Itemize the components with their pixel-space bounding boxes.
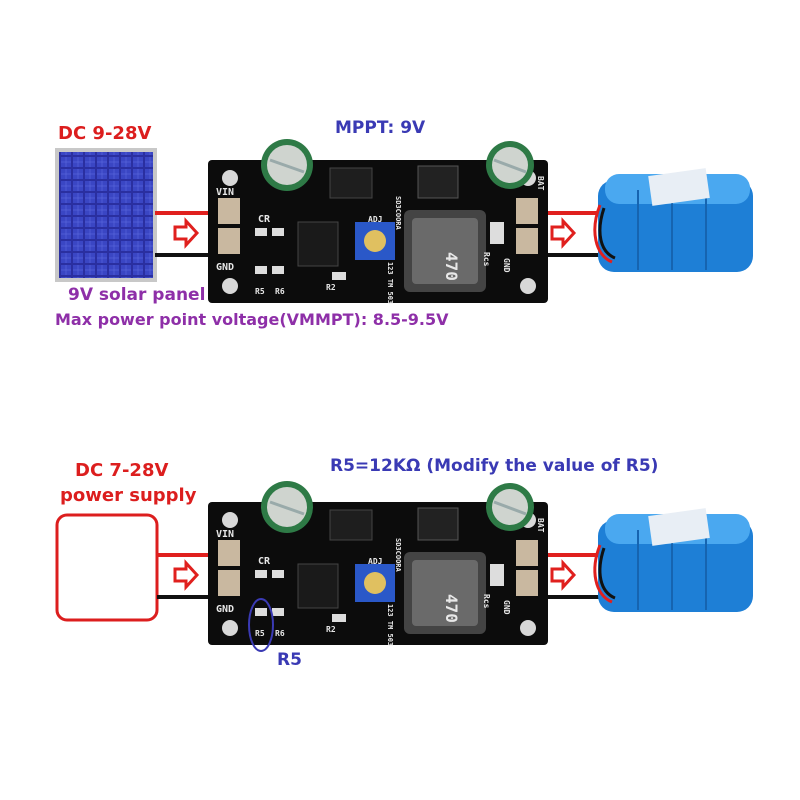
top-board-vin-label: VIN (216, 187, 234, 198)
max-power-point-note: Max power point voltage(VMMPT): 8.5-9.5V (55, 310, 449, 329)
top-output-arrow-icon (550, 217, 577, 249)
top-input-voltage-label: DC 9-28V (58, 123, 152, 144)
top-board-chip-label: SD3COORA (394, 196, 402, 231)
bottom-board-r2-label: R2 (326, 625, 336, 634)
bottom-battery-pack (593, 508, 753, 612)
bottom-board-gnd2-label: GND (502, 600, 511, 615)
solar-panel-label: 9V solar panel (68, 285, 206, 305)
top-board-r5-label: R5 (255, 287, 265, 296)
top-section: VIN GND CR R5 R6 R2 ADJ 470 SD3COORA 123… (55, 139, 753, 304)
bottom-board-gnd-label: GND (216, 604, 234, 615)
r5-callout-label: R5 (277, 650, 302, 670)
top-board-bat-label: BAT (536, 176, 545, 191)
power-supply-label: power supply (60, 485, 197, 506)
r5-value-note: R5=12KΩ (Modify the value of R5) (330, 456, 659, 476)
power-supply-box (55, 513, 159, 622)
bottom-board-bat-label: BAT (536, 518, 545, 533)
top-board-cr-label: CR (258, 214, 271, 225)
bottom-board-trim-label: 123 TM 503 (386, 604, 394, 646)
bottom-section: VIN GND CR R5 R6 R2 ADJ 470 SD3COORA 123… (55, 481, 753, 652)
bottom-board-adj-label: ADJ (368, 557, 382, 566)
top-board-gnd2-label: GND (502, 258, 511, 273)
top-board-rcs-label: Rcs (482, 252, 491, 267)
bottom-board-inductor-label: 470 (442, 594, 461, 623)
top-input-arrow-icon (173, 217, 200, 249)
solar-panel (55, 148, 157, 282)
bottom-input-arrow-icon (173, 559, 200, 591)
top-board-r2-label: R2 (326, 283, 336, 292)
bottom-board-r5-label: R5 (255, 629, 265, 638)
bottom-board-chip-label: SD3COORA (394, 538, 402, 573)
top-pcb-board: VIN GND CR R5 R6 R2 ADJ 470 SD3COORA 123… (208, 139, 548, 304)
bottom-board-r6-label: R6 (275, 629, 285, 638)
r5-callout-ellipse (248, 598, 274, 652)
bottom-board-vin-label: VIN (216, 529, 234, 540)
top-board-r6-label: R6 (275, 287, 285, 296)
bottom-output-arrow-icon (550, 559, 577, 591)
top-board-gnd-label: GND (216, 262, 234, 273)
bottom-pcb-board: VIN GND CR R5 R6 R2 ADJ 470 SD3COORA 123… (208, 481, 548, 646)
bottom-input-voltage-label: DC 7-28V (75, 460, 169, 481)
bottom-board-cr-label: CR (258, 556, 271, 567)
bottom-board-rcs-label: Rcs (482, 594, 491, 609)
mppt-label: MPPT: 9V (335, 118, 426, 138)
top-board-trim-label: 123 TM 503 (386, 262, 394, 304)
top-battery-pack (593, 168, 753, 272)
top-board-adj-label: ADJ (368, 215, 382, 224)
top-board-inductor-label: 470 (442, 252, 461, 281)
